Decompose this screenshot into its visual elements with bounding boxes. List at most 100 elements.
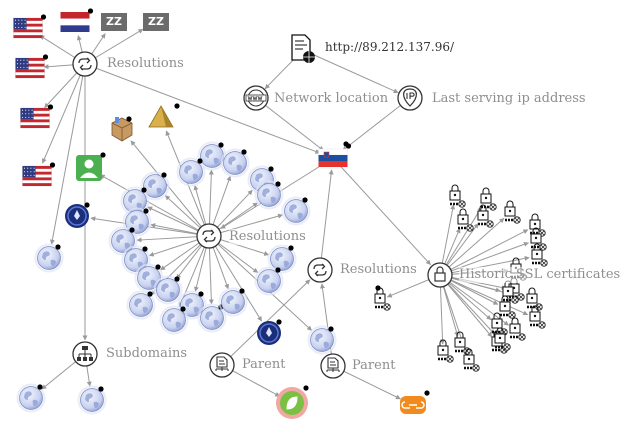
ssl-certificate-icon[interactable] [499, 295, 516, 319]
edge-arrow [439, 217, 505, 276]
domain-globe-node[interactable] [108, 226, 138, 256]
domain-globe-node[interactable] [220, 148, 250, 178]
edge-arrow [99, 174, 210, 237]
domain-globe-node[interactable] [16, 383, 46, 413]
parent-icon [215, 356, 229, 371]
historic-ssl-hub[interactable] [427, 262, 453, 288]
domain-globe-node[interactable] [153, 275, 183, 305]
domain-globe-node[interactable] [120, 186, 150, 216]
zz-badge[interactable]: ZZ [143, 13, 169, 31]
subdomains-hub[interactable] [72, 341, 98, 367]
node-marker-dot [288, 245, 294, 251]
parent-left-label: Parent [242, 357, 286, 373]
domain-globe-node[interactable] [254, 180, 284, 210]
ssl-certificate-icon[interactable] [504, 200, 521, 224]
dark-blue-marker-node[interactable] [257, 319, 282, 345]
ssl-certificate-icon[interactable] [502, 280, 519, 304]
slovenia-flag-icon[interactable] [318, 143, 352, 167]
resolutions-hub-ip[interactable] [307, 257, 333, 283]
domain-globe-node[interactable] [267, 244, 297, 274]
edge-arrow [208, 213, 284, 237]
node-marker-dot [239, 288, 245, 294]
chain-link-icon[interactable] [400, 390, 430, 414]
domain-globe-node[interactable] [307, 325, 337, 355]
last-serving-ip-label: Last serving ip address [432, 91, 586, 107]
node-marker-dot [268, 166, 274, 172]
domain-globe-node[interactable] [34, 243, 64, 273]
us-flag-icon[interactable] [15, 54, 49, 79]
pyramid-icon[interactable] [148, 103, 180, 128]
historic-ssl-label: Historic SSL certificates [459, 267, 621, 283]
resolutions-icon [313, 263, 327, 277]
www-icon [245, 89, 267, 107]
node-marker-dot [142, 246, 148, 252]
ssl-certificate-icon[interactable] [449, 184, 466, 208]
network-location-hub[interactable] [243, 85, 269, 111]
node-marker-dot [275, 267, 281, 273]
netherlands-flag-icon[interactable] [60, 8, 94, 32]
network-location-label: Network location [274, 91, 389, 107]
node-marker-dot [302, 197, 308, 203]
node-marker-dot [147, 291, 153, 297]
parent-hub-right[interactable] [320, 353, 346, 379]
node-marker-dot [276, 319, 282, 325]
subdomains-label: Subdomains [106, 346, 188, 362]
edge-arrow [332, 157, 431, 266]
ssl-certificate-icon[interactable] [526, 287, 543, 311]
document-globe-icon[interactable] [291, 34, 315, 63]
domain-globe-node[interactable] [281, 196, 311, 226]
ssl-certificate-icon[interactable] [529, 213, 546, 237]
resolutions-hub-center[interactable] [196, 223, 222, 249]
us-flag-icon[interactable] [20, 104, 54, 129]
ssl-certificate-icon[interactable] [454, 331, 471, 355]
node-marker-dot [42, 54, 49, 60]
domain-globe-node[interactable] [177, 290, 207, 320]
parent-right-label: Parent [352, 358, 396, 374]
edge-arrow [165, 130, 210, 237]
node-marker-dot [198, 291, 204, 297]
node-marker-dot [161, 172, 167, 178]
edge-arrow [439, 274, 495, 335]
url-node-label[interactable]: http://89.212.137.96/ [325, 40, 455, 54]
ssl-certificate-icon[interactable] [494, 327, 511, 351]
parent-hub-left[interactable] [209, 352, 235, 378]
ssl-certificate-icon[interactable] [374, 287, 391, 311]
resolutions-hub-main[interactable] [72, 51, 98, 77]
package-icon[interactable] [111, 116, 133, 142]
green-contact-icon[interactable] [76, 152, 106, 181]
domain-globe-node[interactable] [77, 385, 107, 415]
ssl-certificate-icon[interactable] [509, 317, 526, 341]
domain-globe-node[interactable] [176, 157, 206, 187]
edge-arrow [208, 235, 263, 322]
ssl-certificate-icon[interactable] [463, 348, 480, 372]
node-marker-dot [155, 264, 161, 270]
dark-blue-marker-node[interactable] [65, 202, 90, 228]
edge-arrow [319, 169, 334, 271]
ssl-certificate-icon[interactable] [437, 339, 454, 363]
ssl-certificate-icon[interactable] [457, 208, 474, 232]
ssl-certificate-icon[interactable] [529, 305, 546, 329]
node-marker-dot [129, 227, 135, 233]
us-flag-icon[interactable] [22, 162, 56, 187]
domain-globe-node[interactable] [218, 287, 248, 317]
node-marker-dot [49, 162, 56, 168]
domain-globe-node[interactable] [159, 305, 189, 335]
domain-globe-node[interactable] [254, 266, 284, 296]
node-marker-dot [126, 116, 132, 122]
ssl-certificate-icon[interactable] [530, 227, 547, 251]
node-marker-dot [98, 386, 104, 392]
edge-arrow [439, 229, 529, 276]
domain-globe-node[interactable] [126, 290, 156, 320]
last-serving-ip-hub[interactable] [397, 85, 423, 111]
leaf-badge-icon[interactable] [276, 385, 309, 419]
edge-arrow [439, 241, 529, 276]
ssl-certificate-icon[interactable] [477, 204, 494, 228]
domain-globe-node[interactable] [140, 171, 170, 201]
zz-badge[interactable]: ZZ [101, 13, 127, 31]
node-marker-dot [303, 385, 309, 391]
edge-arrow [84, 63, 321, 154]
us-flag-icon[interactable] [13, 14, 47, 39]
ssl-certificate-icon[interactable] [480, 187, 497, 211]
ssl-certificate-icon[interactable] [531, 243, 548, 267]
domain-globe-node[interactable] [134, 263, 164, 293]
